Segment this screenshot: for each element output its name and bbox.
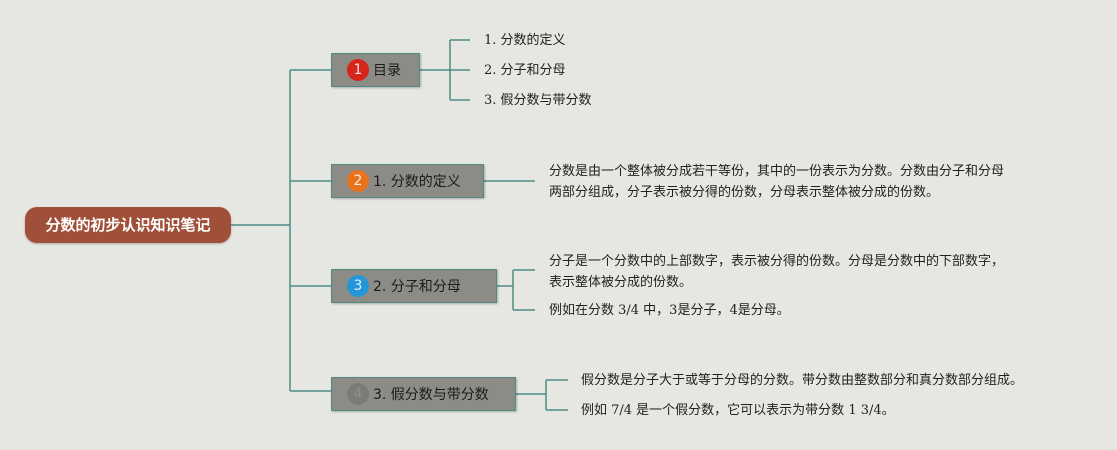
improper-mixed-example[interactable]: 例如 7/4 是一个假分数，它可以表示为带分数 1 3/4。 bbox=[581, 403, 895, 418]
number-badge-4: 4 bbox=[347, 383, 369, 405]
definition-text[interactable]: 分数是由一个整体被分成若干等份，其中的一份表示为分数。分数由分子和分母 两部分组… bbox=[549, 164, 1005, 200]
numerator-denominator-text[interactable]: 分子是一个分数中的上部数字，表示被分得的份数。分母是分数中的下部数字， 表示整体… bbox=[549, 254, 1005, 290]
branch-label: 1. 分数的定义 bbox=[373, 174, 461, 190]
branch-improper-mixed[interactable]: 4 3. 假分数与带分数 bbox=[331, 377, 516, 411]
number-badge-3: 3 bbox=[347, 275, 369, 297]
branch-numerator-denominator[interactable]: 3 2. 分子和分母 bbox=[331, 269, 497, 303]
branch-definition[interactable]: 2 1. 分数的定义 bbox=[331, 164, 484, 198]
branch-label: 目录 bbox=[373, 63, 401, 79]
branch-label: 2. 分子和分母 bbox=[373, 279, 461, 295]
toc-item-3[interactable]: 3. 假分数与带分数 bbox=[484, 93, 592, 108]
numerator-denominator-example[interactable]: 例如在分数 3/4 中，3是分子，4是分母。 bbox=[549, 303, 790, 318]
improper-mixed-text[interactable]: 假分数是分子大于或等于分母的分数。带分数由整数部分和真分数部分组成。 bbox=[581, 373, 1024, 388]
root-topic[interactable]: 分数的初步认识知识笔记 bbox=[25, 207, 231, 243]
branch-label: 3. 假分数与带分数 bbox=[373, 387, 489, 403]
number-badge-2: 2 bbox=[347, 170, 369, 192]
toc-item-1[interactable]: 1. 分数的定义 bbox=[484, 33, 566, 48]
number-badge-1: 1 bbox=[347, 59, 369, 81]
branch-toc[interactable]: 1 目录 bbox=[331, 53, 420, 87]
toc-item-2[interactable]: 2. 分子和分母 bbox=[484, 63, 566, 78]
